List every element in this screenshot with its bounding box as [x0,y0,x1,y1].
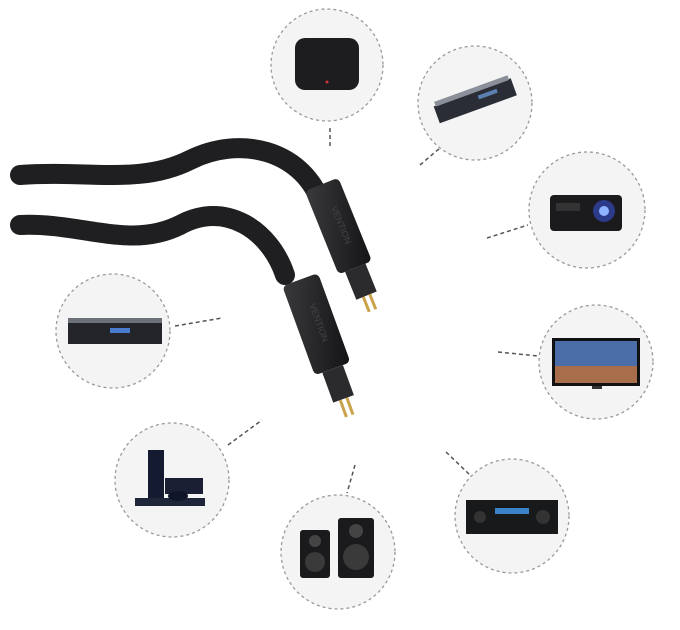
connector-upper: VENTION [306,179,378,313]
optical-cable [10,138,330,285]
av-receiver-icon [466,500,558,534]
speakers-icon [300,518,374,578]
dvd-player-icon [433,75,517,124]
connector-lower: VENTION [283,274,355,418]
television-icon [552,338,640,389]
set-top-box-icon [68,318,162,344]
connector-lines [174,128,539,494]
projector-icon [550,195,622,231]
tv-box-icon [295,38,359,90]
game-console-icon [135,450,205,506]
